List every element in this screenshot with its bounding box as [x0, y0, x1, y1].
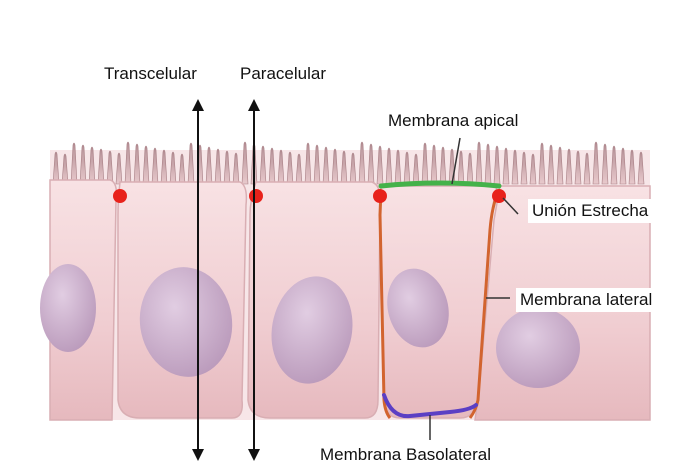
basolateral-membrane-label: Membrana Basolateral [316, 443, 495, 467]
microvillus [188, 143, 194, 184]
microvillus [476, 142, 482, 184]
nucleus-cell-4 [496, 308, 580, 388]
microvillus [125, 142, 131, 184]
transcellular-label: Transcelular [104, 64, 197, 84]
microvillus [539, 143, 545, 184]
tight-junction-dot [373, 189, 387, 203]
lateral-membrane-label: Membrana lateral [516, 288, 656, 312]
tight-junction-dot [113, 189, 127, 203]
tight-junction-label: Unión Estrecha [528, 199, 652, 223]
microvillus [593, 142, 599, 184]
paracellular-label: Paracelular [240, 64, 326, 84]
tight-junction-dot [492, 189, 506, 203]
microvillus [305, 143, 311, 184]
microvillus [359, 142, 365, 184]
nucleus-left [40, 264, 96, 352]
tight-junction-dot [249, 189, 263, 203]
microvillus [242, 142, 248, 184]
microvillus [422, 143, 428, 184]
microvillus [71, 143, 77, 184]
apical-membrane-label: Membrana apical [388, 111, 518, 131]
